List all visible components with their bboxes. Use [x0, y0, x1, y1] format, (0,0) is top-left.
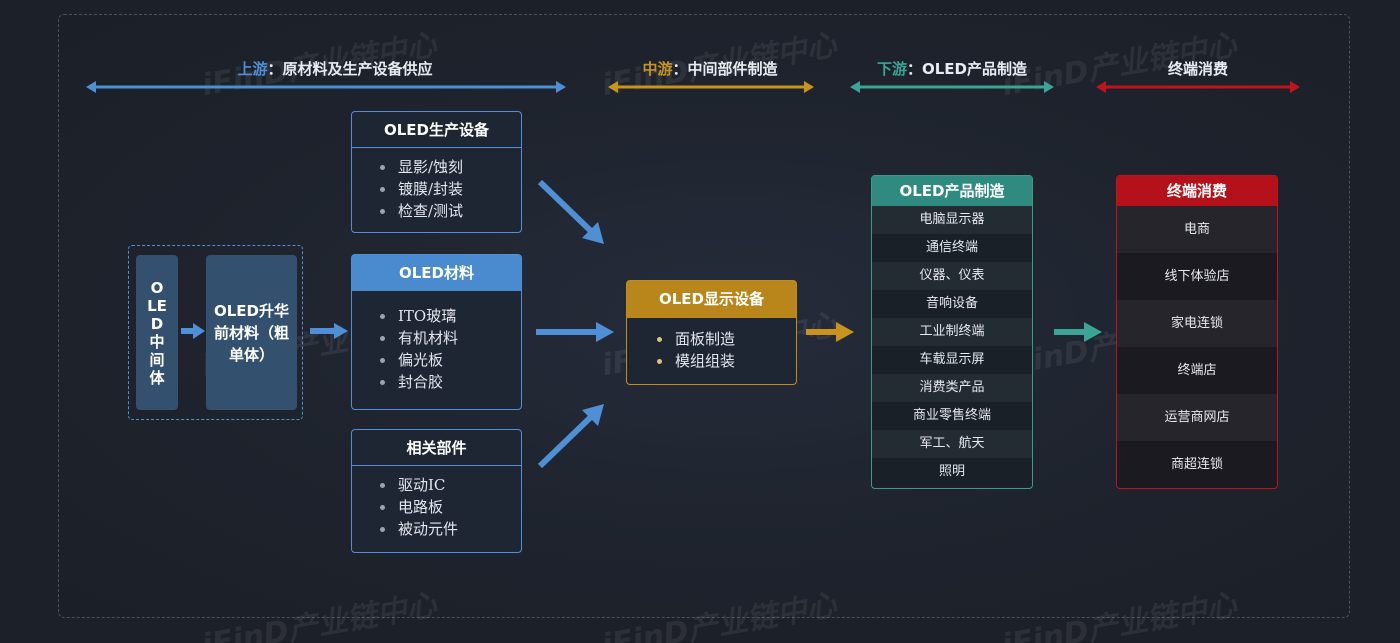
to-materials-arrow: [310, 323, 348, 339]
list-item: 商业零售终端: [872, 402, 1032, 430]
equipment-to-display-arrow: [536, 178, 608, 248]
list-item: 商超连锁: [1117, 441, 1277, 488]
display-to-products-arrow: [806, 322, 854, 342]
list-item: 军工、航天: [872, 430, 1032, 458]
parts-to-display-arrow: [536, 400, 608, 470]
list-item: 被动元件: [380, 518, 521, 540]
parts-box: 相关部件 驱动IC 电路板 被动元件: [351, 429, 522, 553]
materials-title: OLED材料: [352, 255, 521, 291]
parts-list: 驱动IC 电路板 被动元件: [352, 466, 521, 540]
list-item: 音响设备: [872, 290, 1032, 318]
stage-terminal: 终端消费: [1098, 58, 1298, 80]
oled-intermediate-label: OLED中间体: [136, 255, 178, 410]
upstream-span-arrow: [86, 80, 566, 94]
list-item: 偏光板: [380, 349, 521, 371]
oled-presublimation-label: OLED升华前材料（粗单体）: [206, 255, 297, 410]
products-box: OLED产品制造 电脑显示器 通信终端 仪器、仪表 音响设备 工业制终端 车载显…: [871, 175, 1033, 489]
parts-title: 相关部件: [352, 430, 521, 466]
consumption-box: 终端消费 电商 线下体验店 家电连锁 终端店 运营商网店 商超连锁: [1116, 175, 1278, 489]
list-item: 终端店: [1117, 347, 1277, 394]
stage-downstream-label: OLED产品制造: [922, 60, 1028, 78]
equipment-title: OLED生产设备: [352, 112, 521, 148]
list-item: 工业制终端: [872, 318, 1032, 346]
products-title: OLED产品制造: [872, 176, 1032, 206]
list-item: 仪器、仪表: [872, 262, 1032, 290]
products-list: 电脑显示器 通信终端 仪器、仪表 音响设备 工业制终端 车载显示屏 消费类产品 …: [872, 206, 1032, 486]
equipment-box: OLED生产设备 显影/蚀刻 镀膜/封装 检查/测试: [351, 111, 522, 233]
stage-midstream-colon: ：: [672, 60, 688, 78]
list-item: 线下体验店: [1117, 253, 1277, 300]
list-item: ITO玻璃: [380, 305, 521, 327]
list-item: 照明: [872, 458, 1032, 486]
list-item: 家电连锁: [1117, 300, 1277, 347]
stage-midstream-label: 中间部件制造: [687, 60, 778, 78]
midstream-span-arrow: [608, 80, 814, 94]
downstream-span-arrow: [850, 80, 1054, 94]
list-item: 镀膜/封装: [380, 178, 521, 200]
terminal-span-arrow: [1096, 80, 1300, 94]
list-item: 消费类产品: [872, 374, 1032, 402]
list-item: 通信终端: [872, 234, 1032, 262]
consumption-list: 电商 线下体验店 家电连锁 终端店 运营商网店 商超连锁: [1117, 206, 1277, 488]
display-box: OLED显示设备 面板制造 模组组装: [626, 280, 797, 385]
stage-downstream: 下游：OLED产品制造: [852, 58, 1052, 80]
materials-to-display-arrow: [536, 322, 614, 342]
list-item: 有机材料: [380, 327, 521, 349]
list-item: 电路板: [380, 496, 521, 518]
stage-upstream-label: 原材料及生产设备供应: [282, 60, 433, 78]
list-item: 电商: [1117, 206, 1277, 253]
stage-upstream-colon: ：: [267, 60, 283, 78]
stage-downstream-prefix: 下游: [876, 60, 907, 78]
list-item: 车载显示屏: [872, 346, 1032, 374]
list-item: 运营商网店: [1117, 394, 1277, 441]
list-item: 检查/测试: [380, 200, 521, 222]
list-item: 面板制造: [657, 328, 796, 350]
display-title: OLED显示设备: [627, 281, 796, 318]
intermediate-group: [128, 245, 303, 420]
display-list: 面板制造 模组组装: [627, 318, 796, 372]
list-item: 模组组装: [657, 350, 796, 372]
materials-list: ITO玻璃 有机材料 偏光板 封合胶: [352, 291, 521, 393]
stage-terminal-label: 终端消费: [1167, 60, 1228, 78]
materials-box: OLED材料 ITO玻璃 有机材料 偏光板 封合胶: [351, 254, 522, 410]
consumption-title: 终端消费: [1117, 176, 1277, 206]
list-item: 显影/蚀刻: [380, 156, 521, 178]
stage-downstream-colon: ：: [906, 60, 922, 78]
list-item: 电脑显示器: [872, 206, 1032, 234]
stage-upstream: 上游：原材料及生产设备供应: [170, 58, 500, 80]
intermediate-arrow: [181, 323, 205, 339]
equipment-list: 显影/蚀刻 镀膜/封装 检查/测试: [352, 148, 521, 222]
stage-upstream-prefix: 上游: [237, 60, 268, 78]
list-item: 封合胶: [380, 371, 521, 393]
stage-midstream-prefix: 中游: [642, 60, 673, 78]
list-item: 驱动IC: [380, 474, 521, 496]
products-to-consumption-arrow: [1054, 322, 1102, 342]
stage-midstream: 中游：中间部件制造: [610, 58, 810, 80]
